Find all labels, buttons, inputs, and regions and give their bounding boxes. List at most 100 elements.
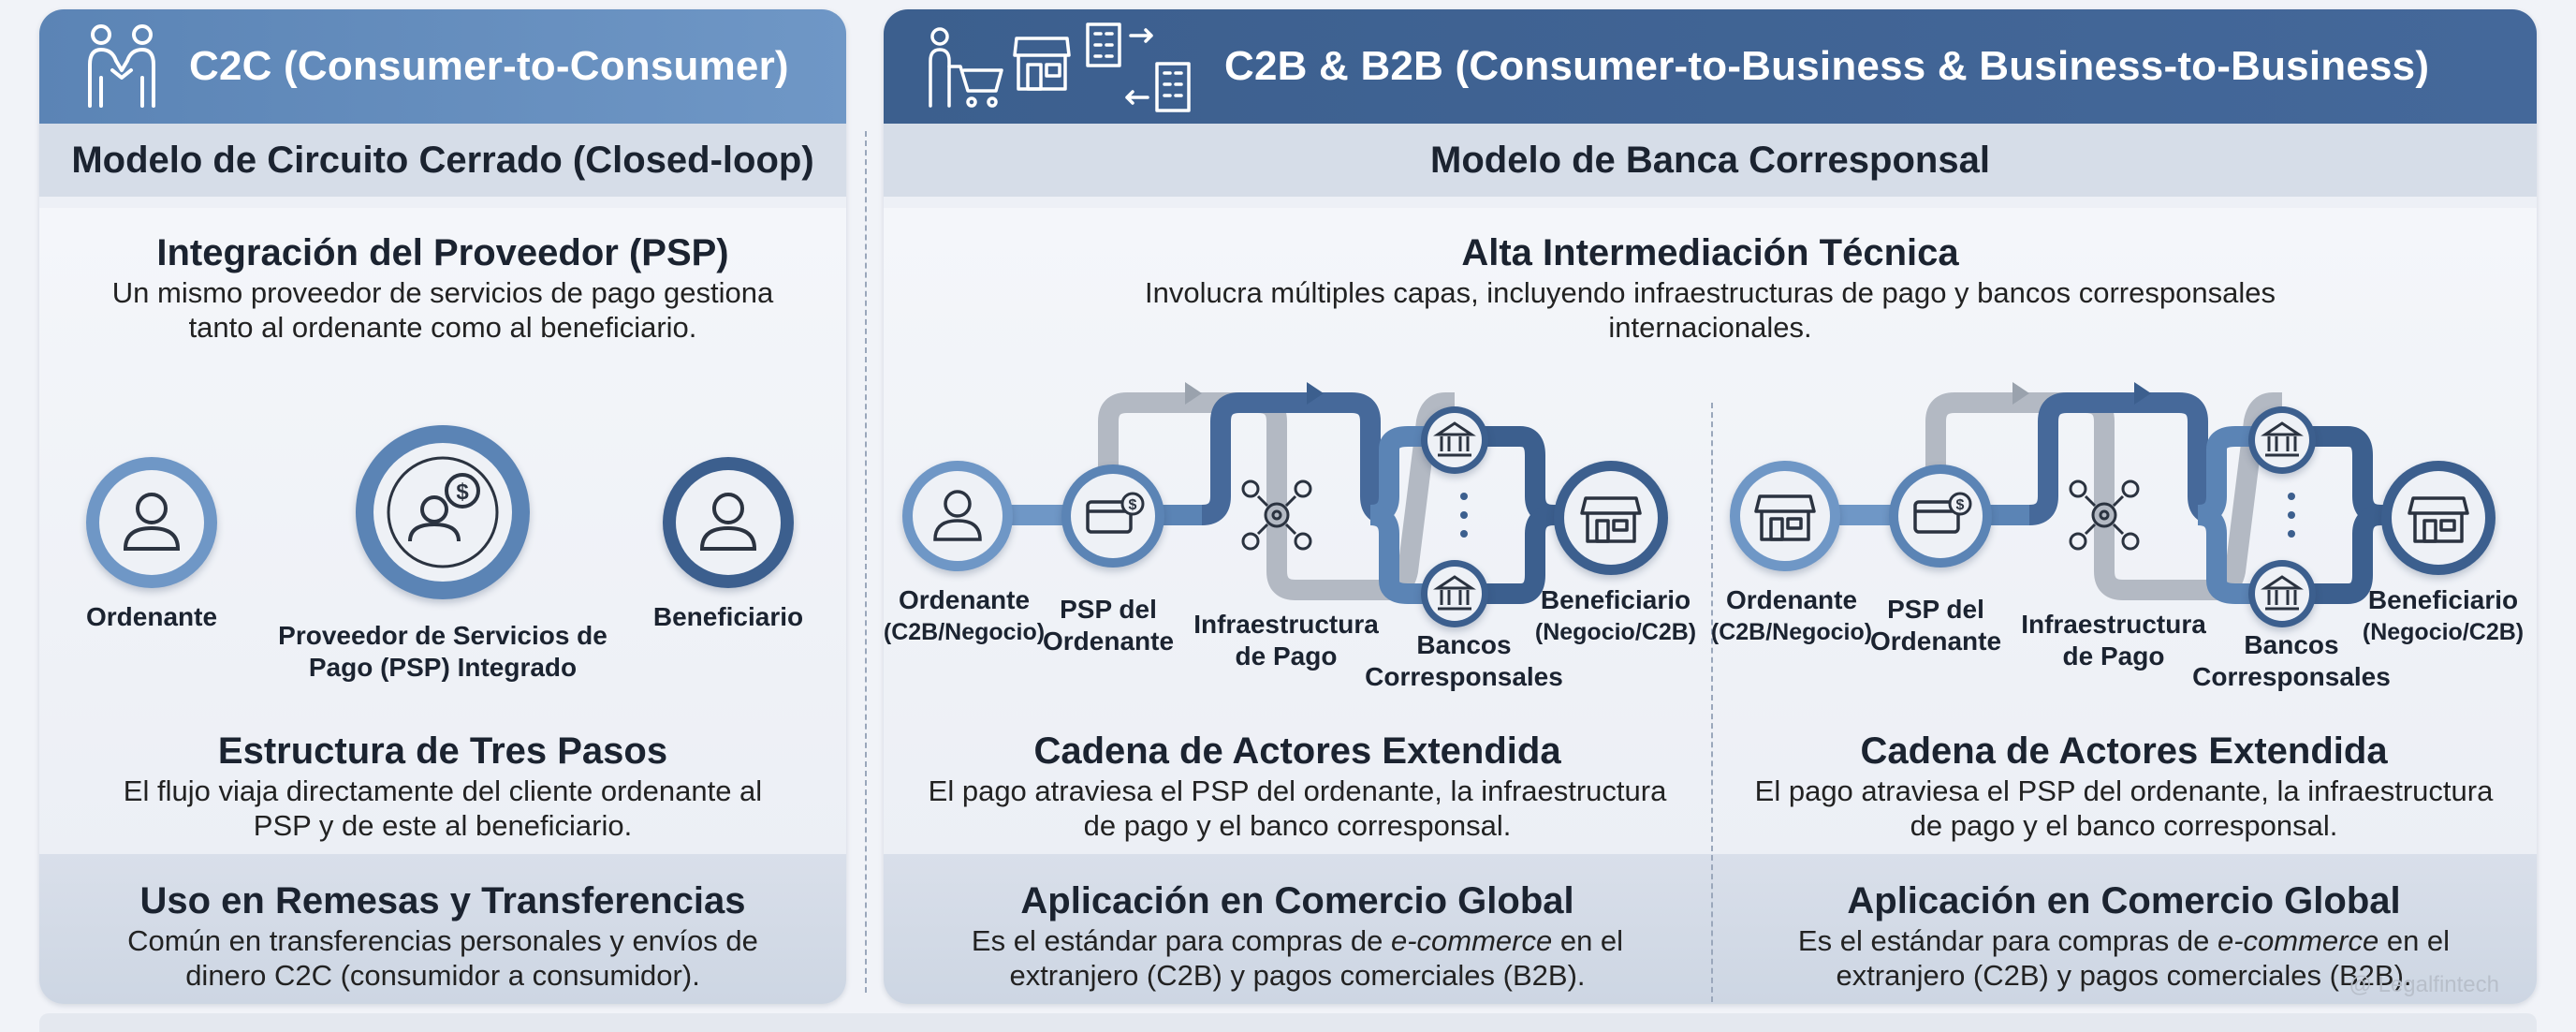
flow-2-ordenante-node [1730, 461, 1840, 571]
benef-line1: Beneficiario [2367, 585, 2519, 614]
flow-2-psp-node: $ [1889, 464, 1992, 568]
usage-text-line2: dinero C2C (consumidor a consumidor). [185, 959, 700, 992]
chain-text-line1: El pago atraviesa el PSP del ordenante, … [1754, 774, 2494, 807]
svg-text:$: $ [1956, 497, 1965, 513]
person-icon [676, 470, 781, 575]
infra-line2: de Pago [1235, 641, 1338, 671]
svg-text:$: $ [1129, 497, 1137, 513]
psp-integrated-label: Proveedor de Servicios de Pago (PSP) Int… [270, 620, 616, 684]
chain-text-line1: El pago atraviesa el PSP del ordenante, … [928, 774, 1667, 807]
infra-line1: Infraestructura [2021, 610, 2206, 639]
c2c-header: C2C (Consumer-to-Consumer) [39, 9, 846, 124]
psp-line1: PSP del [1060, 595, 1157, 624]
structure-text-line2: PSP y de este al beneficiario. [253, 809, 633, 842]
svg-text:$: $ [456, 479, 469, 505]
c2c-panel: C2C (Consumer-to-Consumer) Modelo de Cir… [39, 9, 846, 1004]
flow-1-chain-block: Cadena de Actores Extendida El pago atra… [884, 729, 1711, 843]
flow-1-psp-node: $ [1061, 464, 1164, 568]
handshake-people-icon [88, 24, 155, 108]
flow-1-app-block: Aplicación en Comercio Global Es el está… [884, 878, 1711, 993]
c2b-intermediation-block: Alta Intermediación Técnica Involucra mú… [884, 230, 2537, 345]
store-icon [1564, 471, 1658, 565]
app-text-1b: e-commerce [1390, 924, 1553, 957]
c2b-b2b-panel: C2B & B2B (Consumer-to-Business & Busine… [884, 9, 2537, 1004]
c2b-footer [884, 854, 2537, 1004]
flow-divider [1711, 403, 1713, 1002]
flow-2-infra-node [2057, 468, 2151, 562]
app-text-1c: en el [1552, 924, 1624, 957]
benef-line2: (Negocio/C2B) [2362, 619, 2525, 645]
flow-1-psp-label: PSP del Ordenante [1033, 594, 1183, 657]
flow-2-beneficiario-node [2381, 461, 2496, 575]
bancos-line1: Bancos [2244, 630, 2339, 659]
chain-text-line2: de pago y el banco corresponsal. [1083, 809, 1512, 842]
psp-label-line1: Proveedor de Servicios de [278, 621, 607, 650]
integration-text-line2: tanto al ordenante como al beneficiario. [188, 311, 697, 344]
ordenante-label: Ordenante [85, 602, 218, 631]
c2c-footer [39, 854, 846, 1004]
psp-integrated-node: $ [356, 425, 530, 599]
structure-heading: Estructura de Tres Pasos [217, 730, 668, 772]
ordenante-line1: Ordenante [1725, 585, 1858, 614]
structure-text-line1: El flujo viaja directamente del cliente … [123, 774, 763, 807]
ordenante-node [86, 457, 217, 588]
flow-1-ordenante-label: Ordenante (C2B/Negocio) [884, 584, 1048, 648]
psp-line2: Ordenante [1869, 627, 2002, 656]
flow-2-chain-block: Cadena de Actores Extendida El pago atra… [1711, 729, 2537, 843]
bancos-line2: Corresponsales [1365, 662, 1563, 691]
person-icon [913, 471, 1003, 561]
app-text-line1: Es el estándar para compras de e-commerc… [884, 923, 1711, 958]
bank-icon [1427, 413, 1482, 467]
c2c-usage-block: Uso en Remesas y Transferencias Común en… [39, 878, 846, 993]
gears-icon [1241, 479, 1312, 551]
app-text-1a: Es el estándar para compras de [1797, 924, 2217, 957]
person-coin-icon: $ [373, 443, 512, 582]
flow-2-app-block: Aplicación en Comercio Global Es el está… [1711, 878, 2537, 993]
watermark: @ Legalfintech [2349, 972, 2499, 997]
flow-2-infra-label: Infraestructura de Pago [2011, 609, 2217, 672]
flow-2-ordenante-label: Ordenante (C2B/Negocio) [1707, 584, 1876, 648]
flow-2-bancos-label: Bancos Corresponsales [2188, 629, 2394, 693]
chain-heading: Cadena de Actores Extendida [1860, 730, 2388, 772]
c2b-title: C2B & B2B (Consumer-to-Business & Busine… [1224, 43, 2430, 89]
ordenante-line2: (C2B/Negocio) [1710, 619, 1873, 645]
psp-line1: PSP del [1887, 595, 1984, 624]
flow-1-beneficiario-label: Beneficiario (Negocio/C2B) [1531, 584, 1700, 648]
flow-1-infra-node [1230, 468, 1324, 562]
flow-2-beneficiario-label: Beneficiario (Negocio/C2B) [2359, 584, 2527, 648]
app-text-line2: extranjero (C2B) y pagos comerciales (B2… [1836, 959, 2412, 992]
flow-2-bank-node-top [2248, 406, 2316, 474]
bank-icon [2255, 567, 2309, 621]
bottom-strip [39, 1013, 2537, 1032]
flow-2: $ [1711, 9, 2537, 1004]
flow-2-bank-node-bottom [2248, 560, 2316, 627]
bank-icon [1427, 567, 1482, 621]
chain-heading: Cadena de Actores Extendida [1033, 730, 1561, 772]
integration-text-line1: Un mismo proveedor de servicios de pago … [111, 276, 774, 309]
card-coin-icon: $ [1071, 474, 1155, 558]
bancos-line1: Bancos [1416, 630, 1512, 659]
bancos-line2: Corresponsales [2192, 662, 2391, 691]
app-heading: Aplicación en Comercio Global [1847, 880, 2401, 921]
flow-1: $ [884, 9, 1711, 1004]
person-icon [99, 470, 204, 575]
panel-divider [865, 131, 867, 993]
integration-heading: Integración del Proveedor (PSP) [156, 232, 729, 273]
gears-icon [2069, 479, 2140, 551]
beneficiario-node [663, 457, 794, 588]
benef-line1: Beneficiario [1540, 585, 1691, 614]
intermediation-text-line1: Involucra múltiples capas, incluyendo in… [1145, 276, 2276, 309]
psp-line2: Ordenante [1042, 627, 1175, 656]
c2c-model-band: Modelo de Circuito Cerrado (Closed-loop) [39, 124, 846, 197]
flow-1-infra-label: Infraestructura de Pago [1183, 609, 1389, 672]
infra-line1: Infraestructura [1193, 610, 1379, 639]
flow-1-beneficiario-node [1554, 461, 1668, 575]
app-text-1a: Es el estándar para compras de [971, 924, 1391, 957]
benef-line2: (Negocio/C2B) [1534, 619, 1697, 645]
chain-text-line2: de pago y el banco corresponsal. [1910, 809, 2338, 842]
ordenante-line2: (C2B/Negocio) [884, 619, 1046, 645]
flow-1-bancos-label: Bancos Corresponsales [1361, 629, 1567, 693]
app-heading: Aplicación en Comercio Global [1020, 880, 1574, 921]
card-coin-icon: $ [1898, 474, 1983, 558]
ordenante-line1: Ordenante [898, 585, 1031, 614]
